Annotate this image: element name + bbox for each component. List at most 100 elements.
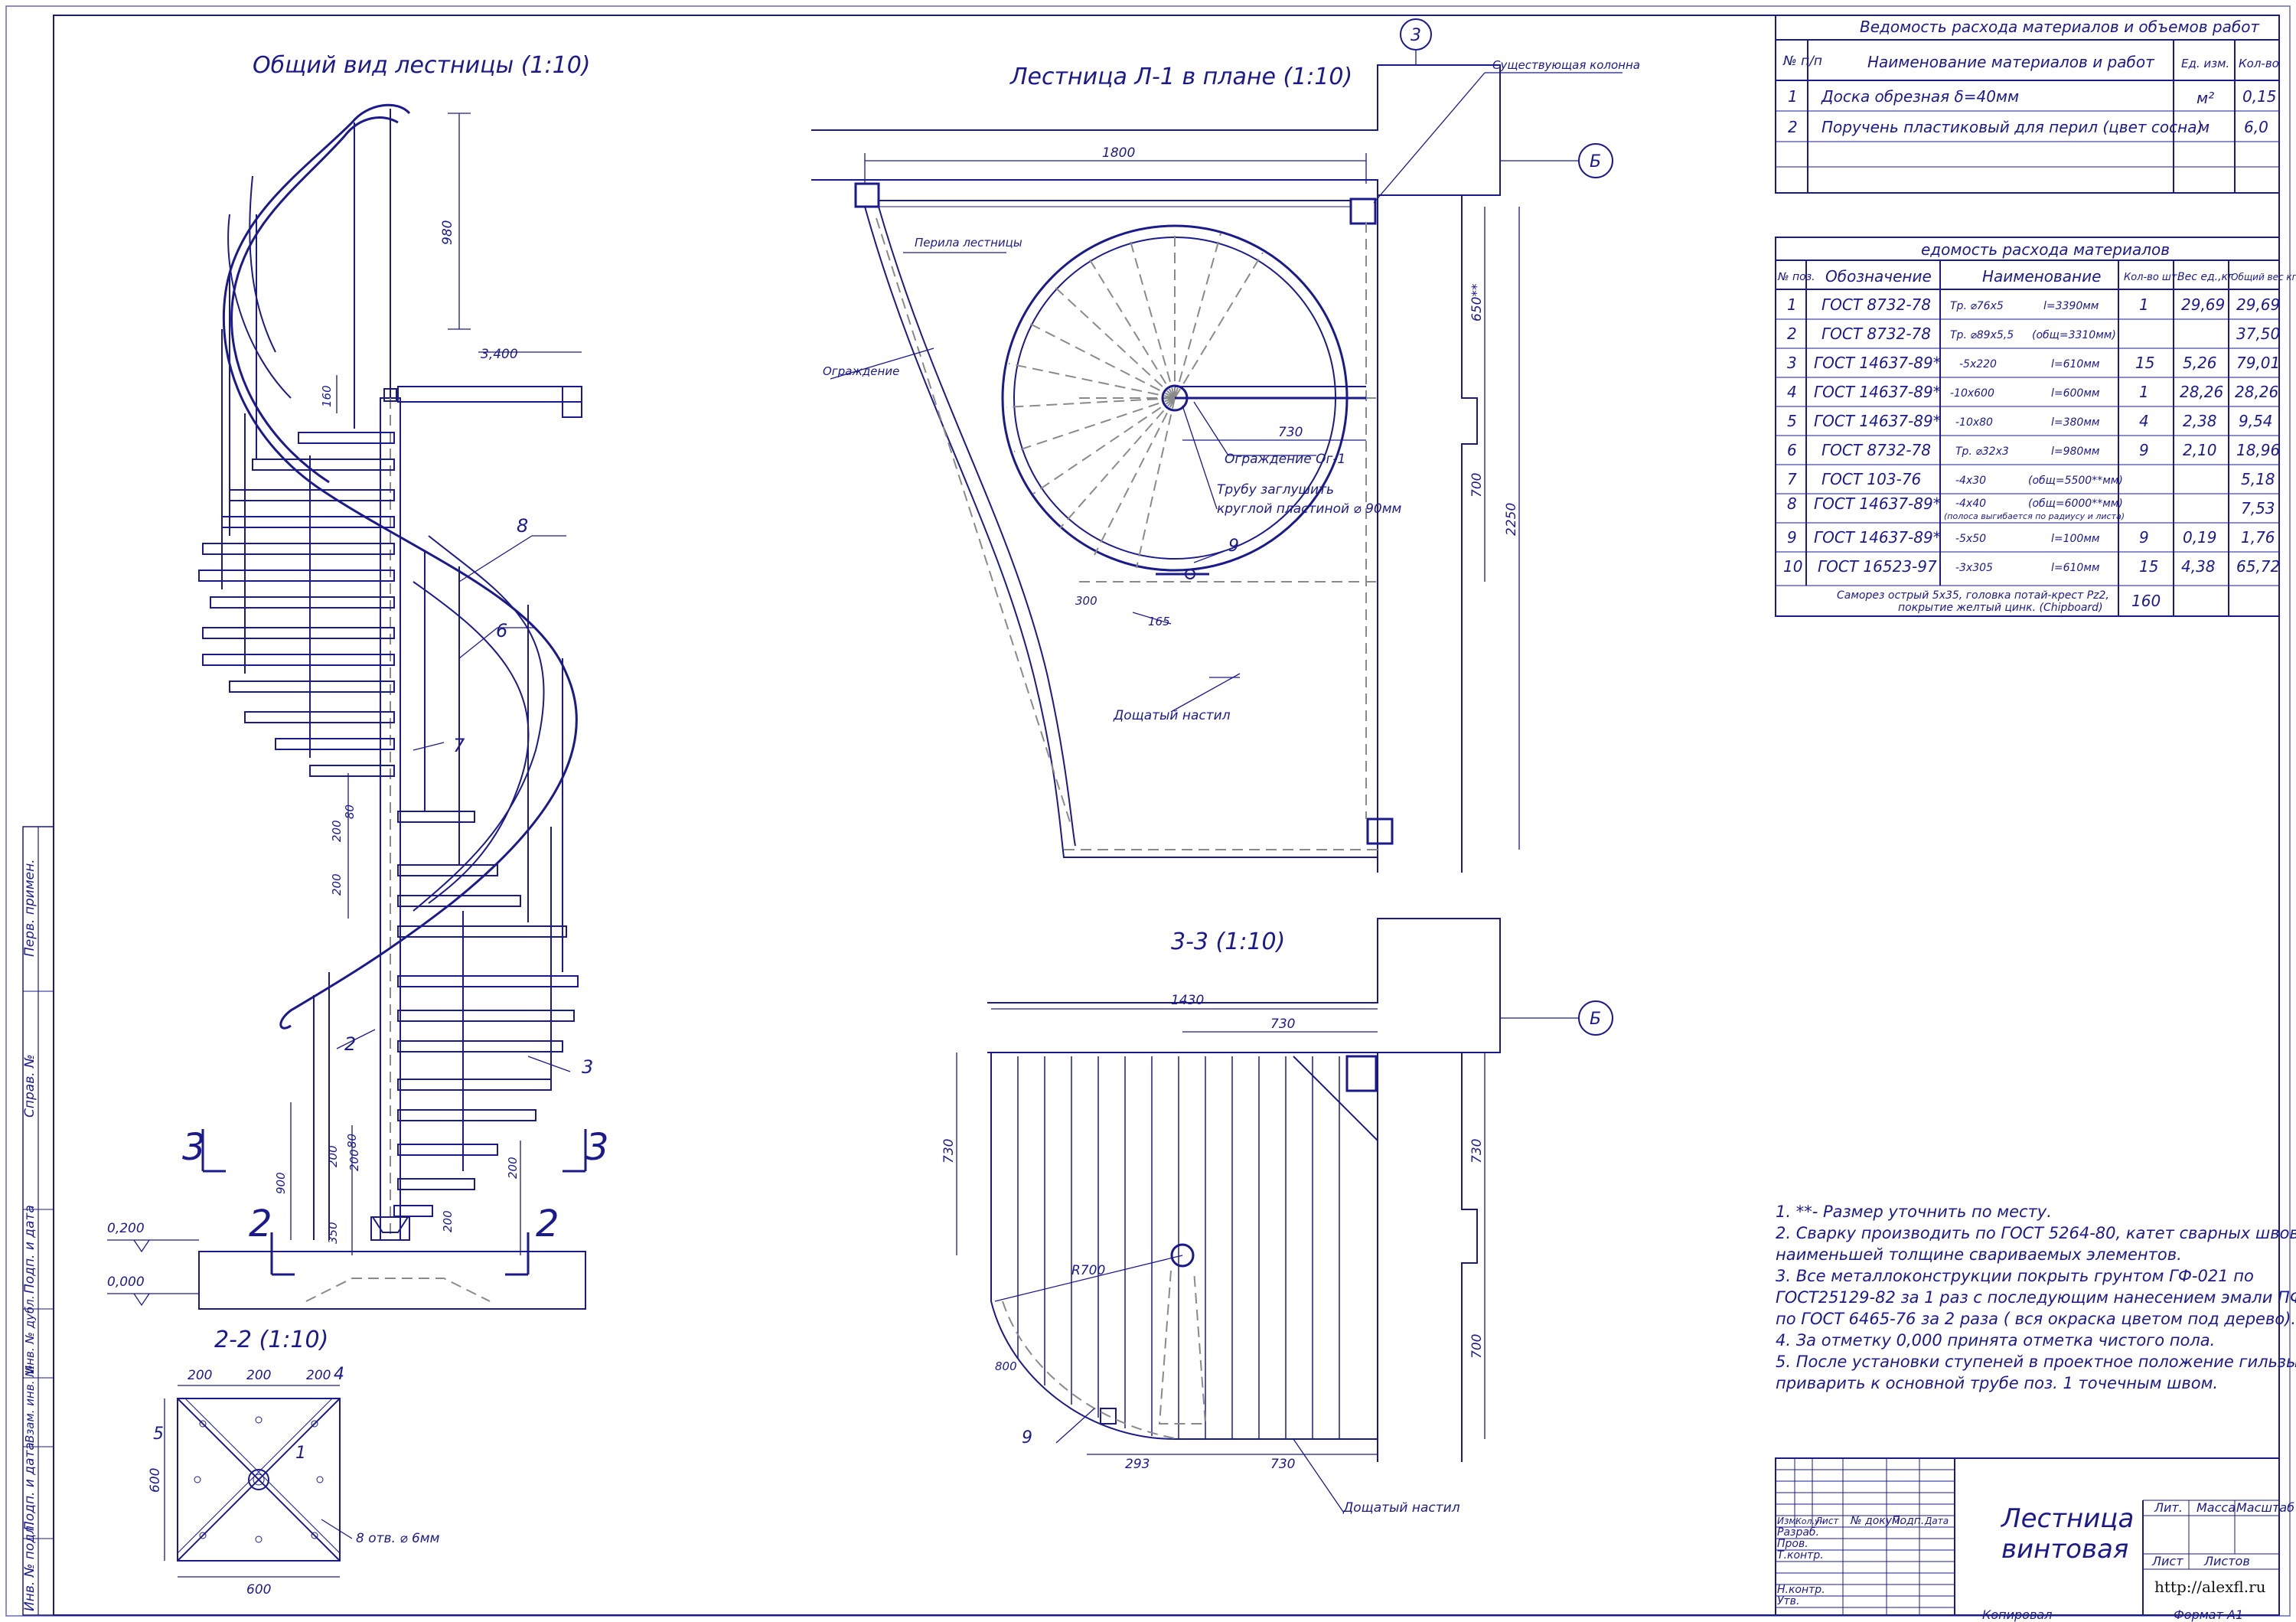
mat-h1: Обозначение [1825,267,1932,286]
mat-r1-c2: Тр. ⌀76х5 [1950,300,2004,312]
stair-steps [198,432,579,1217]
mat-r5-c4: 4 [2139,412,2149,430]
sec-dim-730a: 730 [1270,1017,1295,1032]
mat-r10-c4: 15 [2139,557,2158,576]
dim-200e: 200 [506,1157,520,1179]
works-title: Ведомость расхода материалов и объемов р… [1860,18,2260,36]
stamp-text-2: Справ. № [22,1054,38,1118]
dim-160: 160 [320,385,334,407]
mat-r8-c0: 8 [1787,494,1797,513]
mat-r8-c3: (общ=6000**мм) [2028,498,2123,510]
mat-r8-c2: -4х40 [1955,498,1986,510]
axis-b-sec: Б [1590,1010,1601,1029]
note-5: 5. После установки ступеней в проектное … [1776,1353,2296,1371]
mat-h2: Наименование [1982,267,2101,286]
leader-floor: Дощатый настил [1113,708,1231,723]
callout-7: 7 [453,735,465,756]
tb-mass: Масса [2197,1500,2236,1515]
general-dims [290,113,582,1255]
dim-200a: 200 [330,820,344,842]
mat-r5-c1: ГОСТ 14637-89* [1814,412,1941,430]
works-h3: Кол-во [2239,57,2279,70]
table-materials: едомость расхода материалов № поз. Обозн… [1775,237,2296,617]
mat-r3-c6: 79,01 [2236,354,2280,372]
note-2: 2. Сварку производить по ГОСТ 5264-80, к… [1776,1224,2296,1242]
mat-r1-c1: ГОСТ 8732-78 [1821,295,1931,314]
upper-landing [397,386,582,403]
tb-format: Формат А1 [2174,1607,2243,1622]
mat-r6-c3: l=980мм [2051,445,2100,458]
works-r0-c0: 1 [1788,87,1798,106]
plan-post-bottom [1366,818,1394,845]
callout-8: 8 [517,515,528,537]
callout22-1: 1 [295,1444,306,1463]
axis-3: 3 [1411,26,1421,45]
works-h2: Ед. изм. [2181,57,2229,70]
dim-200b: 200 [330,873,344,896]
mat-r10-c2: -3х305 [1955,562,1993,574]
sec33-outline [990,1053,1378,1440]
anchor-holes [194,1416,324,1543]
leader-railing: Перила лестницы [915,236,1022,250]
sec-arc-800: 800 [995,1359,1017,1373]
mat-r9-c2: -5х50 [1955,533,1986,545]
tb-title-2: винтовая [2001,1534,2128,1565]
mat-r2-c0: 2 [1787,325,1797,343]
mat-r2-c6: 37,50 [2236,325,2280,343]
works-h0: № п/п [1782,54,1822,69]
dim22-600a: 600 [246,1582,271,1598]
base-slab [198,1251,586,1310]
works-r0-c3: 0,15 [2242,87,2277,106]
mat-r5-c6: 9,54 [2239,412,2273,430]
spiral-treads [1006,230,1264,569]
sec-dim-1430: 1430 [1171,993,1204,1008]
elev-top: 3,400 [481,347,518,362]
mat-r5-c5: 2,38 [2183,412,2217,430]
section-33: 3-3 (1:10) Б [941,918,1613,1516]
plan-dim-700: 700 [1469,473,1485,498]
mat-r9-c3: l=100мм [2051,533,2100,545]
mat-r4-c0: 4 [1787,383,1797,401]
mat-r7-c1: ГОСТ 103-76 [1821,470,1921,488]
stamp-text-7: Инв. № подл. [22,1522,38,1611]
section33-title: 3-3 (1:10) [1171,928,1285,955]
title-grid [1776,1458,1955,1615]
plan-dim-1800: 1800 [1102,145,1135,161]
works-h1: Наименование материалов и работ [1867,53,2155,71]
mat-r6-c0: 6 [1787,441,1797,459]
callout22-4: 4 [334,1365,344,1384]
stamp-text-6: Подп. и дата [22,1442,38,1531]
callout-2: 2 [344,1033,356,1055]
note-4: 4. За отметку 0,000 принята отметка чист… [1776,1331,2215,1349]
section-22: 2-2 (1:10) 200 200 200 600 600 4 5 1 8 о… [148,1327,440,1598]
side-stamp: Перв. примен. Справ. № Подп. и дата Инв.… [22,826,54,1616]
table-works: Ведомость расхода материалов и объемов р… [1775,15,2280,194]
holes-note: 8 отв. ⌀ 6мм [356,1531,440,1546]
title-block: Изм. Кол.уч Лист № докум. Подп. Дата Раз… [1775,1457,2294,1622]
screw-qty: 160 [2131,592,2161,610]
mat-r6-c1: ГОСТ 8732-78 [1821,441,1931,459]
tb-role-4: Утв. [1777,1595,1799,1607]
mat-r5-c0: 5 [1787,412,1797,430]
tb-role-2: Т.контр. [1777,1549,1824,1562]
mat-r6-c4: 9 [2139,441,2149,459]
tb-copied: Копировал [1982,1607,2052,1622]
leader-plug-2: круглой пластиной ⌀ 90мм [1217,501,1402,517]
plan-view: Лестница Л-1 в плане (1:10) 3 Б [811,18,1640,873]
tb-col-1: Кол.уч [1795,1516,1825,1526]
tb-sheets: Листов [2203,1554,2250,1568]
tb-sheet: Лист [2151,1554,2183,1568]
mat-r8-c1: ГОСТ 14637-89* [1814,494,1941,513]
dim-80a: 80 [343,804,357,819]
mat-r2-c2: Тр. ⌀89х5,5 [1950,329,2014,341]
stamp-text-1: Перв. примен. [22,859,38,957]
mat-r10-c5: 4,38 [2181,557,2216,576]
tb-title-1: Лестница [2000,1503,2134,1534]
callout-3: 3 [582,1056,593,1078]
floor-boards [1017,1056,1340,1439]
base-plate [177,1398,341,1562]
elev-0000: 0,000 [107,1274,145,1290]
note-5b: приварить к основной трубе поз. 1 точечн… [1776,1374,2218,1392]
plan-dim-165: 165 [1148,615,1170,628]
tb-role-3: Н.контр. [1777,1584,1825,1596]
